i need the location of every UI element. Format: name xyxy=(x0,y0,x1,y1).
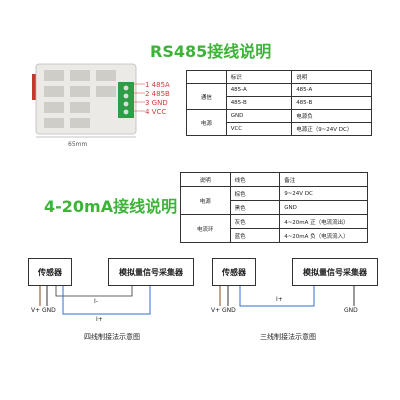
dimension-label: 65mm xyxy=(68,141,88,148)
table-category-cell: 电源 xyxy=(180,186,231,215)
wire-i-minus xyxy=(55,285,133,297)
four-wire-caption: 四线制接法示意图 xyxy=(84,333,140,341)
table-cell: 4~20mA 正（电流流出） xyxy=(279,214,368,229)
rs485-section-title: RS485接线说明 xyxy=(150,42,272,61)
three-wire-caption: 三线制接法示意图 xyxy=(260,333,316,341)
table-category-cell: 电流环 xyxy=(180,214,231,243)
pin-label: 4 VCC xyxy=(145,108,167,116)
wire-i-plus xyxy=(62,285,151,315)
gnd-right-label: GND xyxy=(344,307,358,314)
device-vent xyxy=(44,118,64,128)
four-wire-collector-box: 模拟量信号采集器 xyxy=(108,258,194,286)
table-cell: 4~20mA 负（电流流入） xyxy=(279,228,368,243)
table-cell: 黑色 xyxy=(229,200,281,215)
i-plus-label: I+ xyxy=(96,316,103,323)
table-row: 485-B 485-B xyxy=(187,96,372,110)
table-cell: VCC xyxy=(225,122,293,136)
table-cell: GND xyxy=(225,109,293,123)
table-cell: 电源负 xyxy=(291,109,372,123)
terminal-screw xyxy=(123,101,129,107)
table-cell: 485-B xyxy=(225,96,293,110)
sensor-device-image xyxy=(32,63,145,138)
table-cell: 9~24V DC xyxy=(279,186,368,201)
wire-i-plus xyxy=(239,285,315,307)
vplus-label: V+ xyxy=(31,307,41,314)
table-cell: 485-A xyxy=(291,83,372,97)
table-header-row: 标识 说明 xyxy=(186,70,372,84)
wiring-diagram-lines xyxy=(39,285,355,315)
pin-label: 1 485A xyxy=(145,81,170,89)
table-row: 电流环 灰色 4~20mA 正（电流流出） xyxy=(180,214,368,243)
device-body xyxy=(35,63,137,135)
table-header-cell: 备注 xyxy=(279,172,368,187)
table-row: VCC 电源正（9~24V DC） xyxy=(187,122,372,136)
terminal-screw xyxy=(123,109,129,115)
table-cell: GND xyxy=(279,200,368,215)
table-cell: 电源正（9~24V DC） xyxy=(291,122,372,136)
terminal-screw xyxy=(123,85,129,91)
table-cell: 485-B xyxy=(291,96,372,110)
table-header-row: 说明 线色 备注 xyxy=(180,172,368,187)
three-wire-sensor-box: 传感器 xyxy=(212,258,256,286)
table-header-cell: 标识 xyxy=(225,70,293,84)
i-minus-label: I- xyxy=(94,298,98,305)
device-vent xyxy=(44,86,64,97)
pin-label: 3 GND xyxy=(145,99,168,107)
three-wire-collector-box: 模拟量信号采集器 xyxy=(292,258,378,286)
table-cell: 蓝色 xyxy=(229,228,281,243)
rs485-wiring-table: 标识 说明 通信 485-A 485-A 485-B 485-B 电源 GND … xyxy=(186,70,372,136)
ma-wiring-table: 说明 线色 备注 电源 棕色 9~24V DC 黑色 GND 电流环 灰色 4~… xyxy=(180,172,368,243)
pin-label: 2 485B xyxy=(145,90,170,98)
device-vent xyxy=(96,70,116,81)
table-category-cell: 通信 xyxy=(186,83,227,110)
table-row: 蓝色 4~20mA 负（电流流入） xyxy=(181,228,368,243)
table-cell: 灰色 xyxy=(229,214,281,229)
table-cell: 棕色 xyxy=(229,186,281,201)
terminal-screw xyxy=(123,93,129,99)
table-header-cell: 说明 xyxy=(180,172,231,187)
table-header-cell xyxy=(186,70,227,84)
ma-section-title: 4-20mA接线说明 xyxy=(44,197,178,216)
device-vent xyxy=(70,86,90,97)
vplus-label: V+ xyxy=(211,307,221,314)
device-vent xyxy=(96,86,116,97)
gnd-label: GND xyxy=(222,307,236,314)
table-row: 电源 棕色 9~24V DC xyxy=(180,186,368,215)
gnd-label: GND xyxy=(42,307,56,314)
table-header-cell: 线色 xyxy=(229,172,281,187)
device-vent xyxy=(44,70,64,81)
table-category-cell: 电源 xyxy=(186,109,227,136)
i-plus-label: I+ xyxy=(276,296,283,303)
table-row: 电源 GND 电源负 xyxy=(186,109,372,136)
device-vent xyxy=(44,102,64,113)
table-row: 黑色 GND xyxy=(181,200,368,215)
four-wire-sensor-box: 传感器 xyxy=(28,258,72,286)
pin-labels: 1 485A 2 485B 3 GND 4 VCC xyxy=(145,81,170,117)
table-row: 通信 485-A 485-A xyxy=(186,83,372,110)
table-cell: 485-A xyxy=(225,83,293,97)
table-header-cell: 说明 xyxy=(291,70,372,84)
device-vent xyxy=(70,70,90,81)
terminal-block xyxy=(118,82,134,118)
device-vent xyxy=(70,102,90,113)
device-vent xyxy=(70,118,90,128)
